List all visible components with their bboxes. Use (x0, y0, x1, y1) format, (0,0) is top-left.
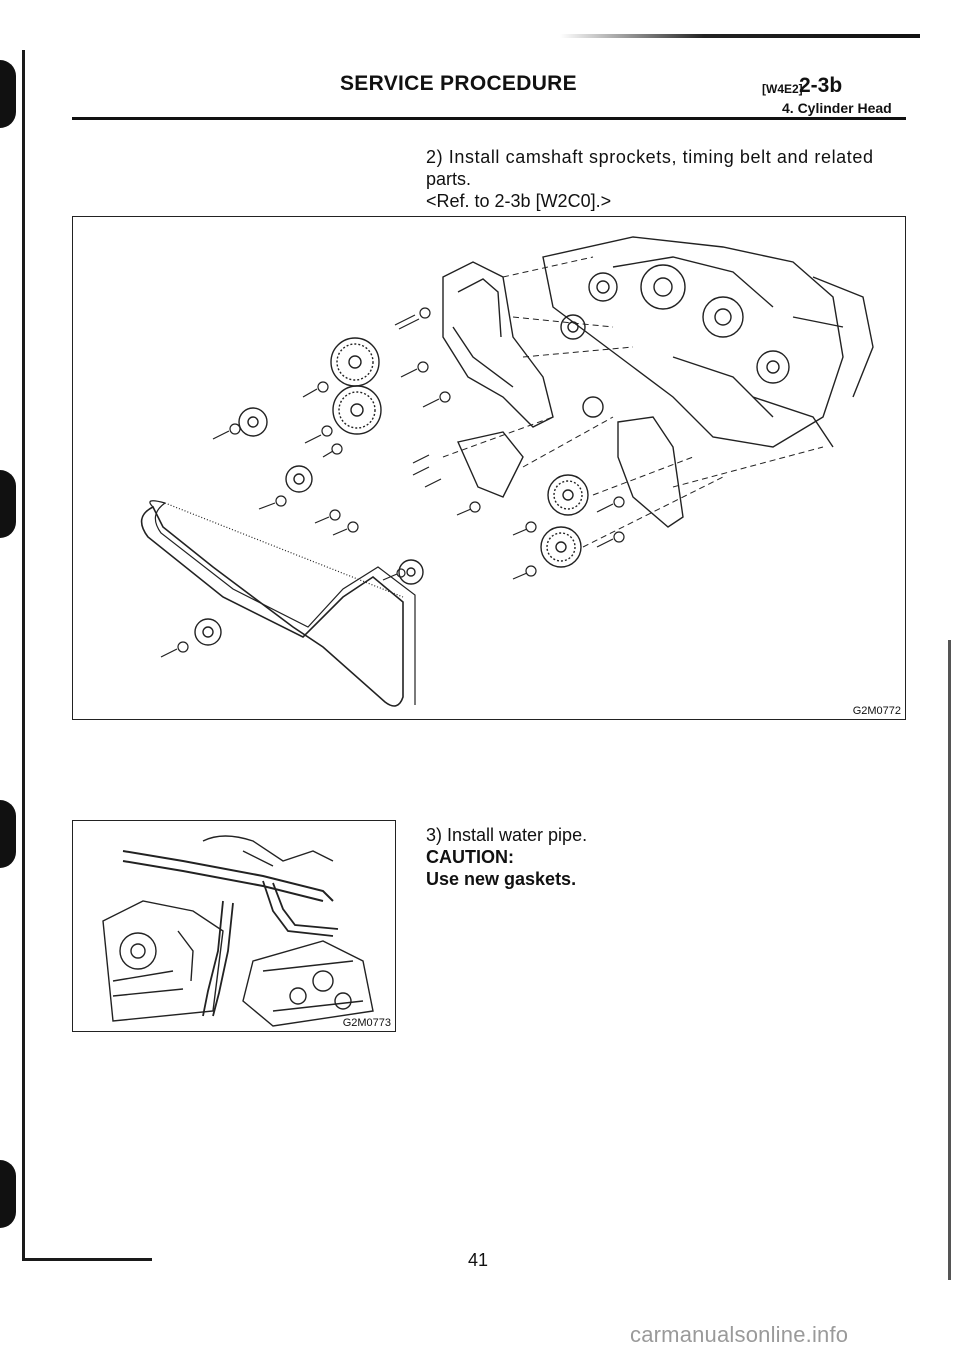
caution-text: Use new gaskets. (426, 869, 577, 889)
page-title: SERVICE PROCEDURE (340, 72, 577, 95)
figure-2-code: G2M0773 (342, 1017, 391, 1029)
figure-water-pipe: G2M0773 (72, 820, 396, 1032)
step-2-line-1: 2) Install camshaft sprockets, timing be… (426, 147, 874, 167)
timing-belt-exploded-diagram (140, 236, 874, 707)
water-pipe-diagram (102, 835, 374, 1027)
binding-corner (22, 1258, 152, 1261)
section-number: 2-3b (799, 74, 843, 97)
binding-edge (0, 40, 18, 1270)
page-number: 41 (468, 1250, 489, 1270)
step-3-text: 3) Install water pipe. CAUTION: Use new … (426, 824, 587, 890)
punch-hole (0, 800, 16, 868)
figure-1-code: G2M0772 (852, 705, 901, 717)
punch-hole (0, 470, 16, 538)
step-2-line-2: parts. (426, 169, 472, 189)
caution-label: CAUTION: (426, 847, 514, 867)
step-2-text: 2) Install camshaft sprockets, timing be… (426, 146, 874, 212)
header-rule (72, 117, 906, 120)
binding-line (22, 50, 25, 1260)
binding-edge-right (948, 640, 951, 1280)
punch-hole (0, 60, 16, 128)
figure-timing-belt: G2M0772 (72, 216, 906, 720)
section-subtitle: 4. Cylinder Head (782, 100, 892, 116)
header-topbar (560, 34, 920, 38)
step-3-line-1: 3) Install water pipe. (426, 825, 588, 845)
punch-hole (0, 1160, 16, 1228)
step-2-reference: <Ref. to 2-3b [W2C0].> (426, 191, 612, 211)
section-code: [W4E2] (762, 82, 803, 96)
site-watermark: carmanualsonline.info (630, 1322, 849, 1347)
